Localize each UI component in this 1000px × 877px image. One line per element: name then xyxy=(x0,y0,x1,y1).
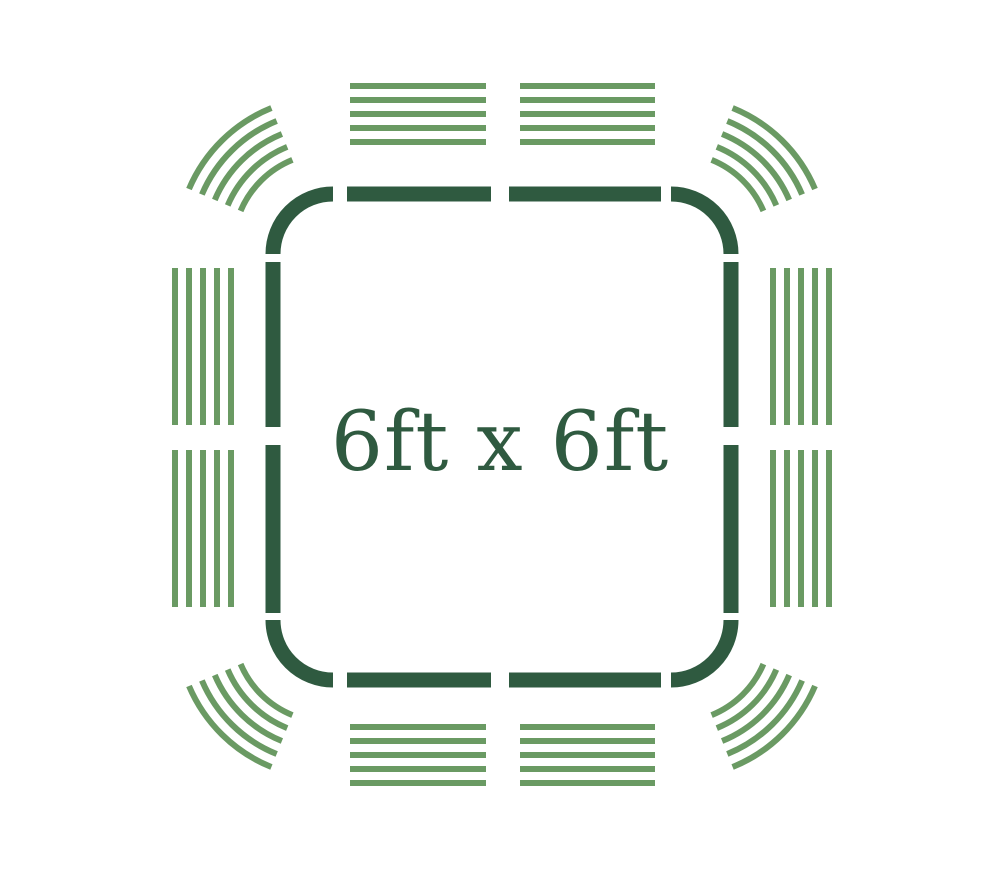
piece-corner-top-right-slat-2 xyxy=(715,144,780,207)
piece-corner-top-left-slat-2 xyxy=(224,144,289,207)
piece-corner-top-left-slat-3 xyxy=(212,131,284,202)
piece-corner-bottom-left-slat-3 xyxy=(212,673,284,744)
outer-pieces xyxy=(172,83,832,786)
piece-corner-top-left-slat-4 xyxy=(199,118,278,196)
piece-corner-bottom-right-slat-5 xyxy=(731,684,818,770)
piece-corner-top-right-slat-4 xyxy=(726,118,805,196)
piece-corner-bottom-left-slat-4 xyxy=(199,679,278,757)
size-label: 6ft x 6ft xyxy=(330,395,670,490)
piece-corner-top-right-slat-5 xyxy=(731,105,818,191)
piece-corner-top-left-slat-1 xyxy=(237,157,294,213)
piece-corner-bottom-right-slat-2 xyxy=(715,668,780,731)
piece-corner-top-right-slat-3 xyxy=(720,131,792,202)
piece-corner-bottom-left-slat-2 xyxy=(224,668,289,731)
frame-corner-bottom-right xyxy=(670,619,739,688)
piece-corner-bottom-right-slat-4 xyxy=(726,679,805,757)
inner-frame xyxy=(265,186,739,688)
piece-corner-bottom-left-slat-1 xyxy=(237,662,294,718)
piece-corner-bottom-right-slat-1 xyxy=(710,662,767,718)
piece-corner-bottom-right-slat-3 xyxy=(720,673,792,744)
frame-corner-bottom-left xyxy=(265,619,334,688)
frame-corner-top-right xyxy=(670,186,739,255)
piece-corner-bottom-left-slat-5 xyxy=(186,684,273,770)
piece-corner-top-left-slat-5 xyxy=(186,105,273,191)
piece-corner-top-right-slat-1 xyxy=(710,157,767,213)
frame-corner-top-left xyxy=(265,186,334,255)
